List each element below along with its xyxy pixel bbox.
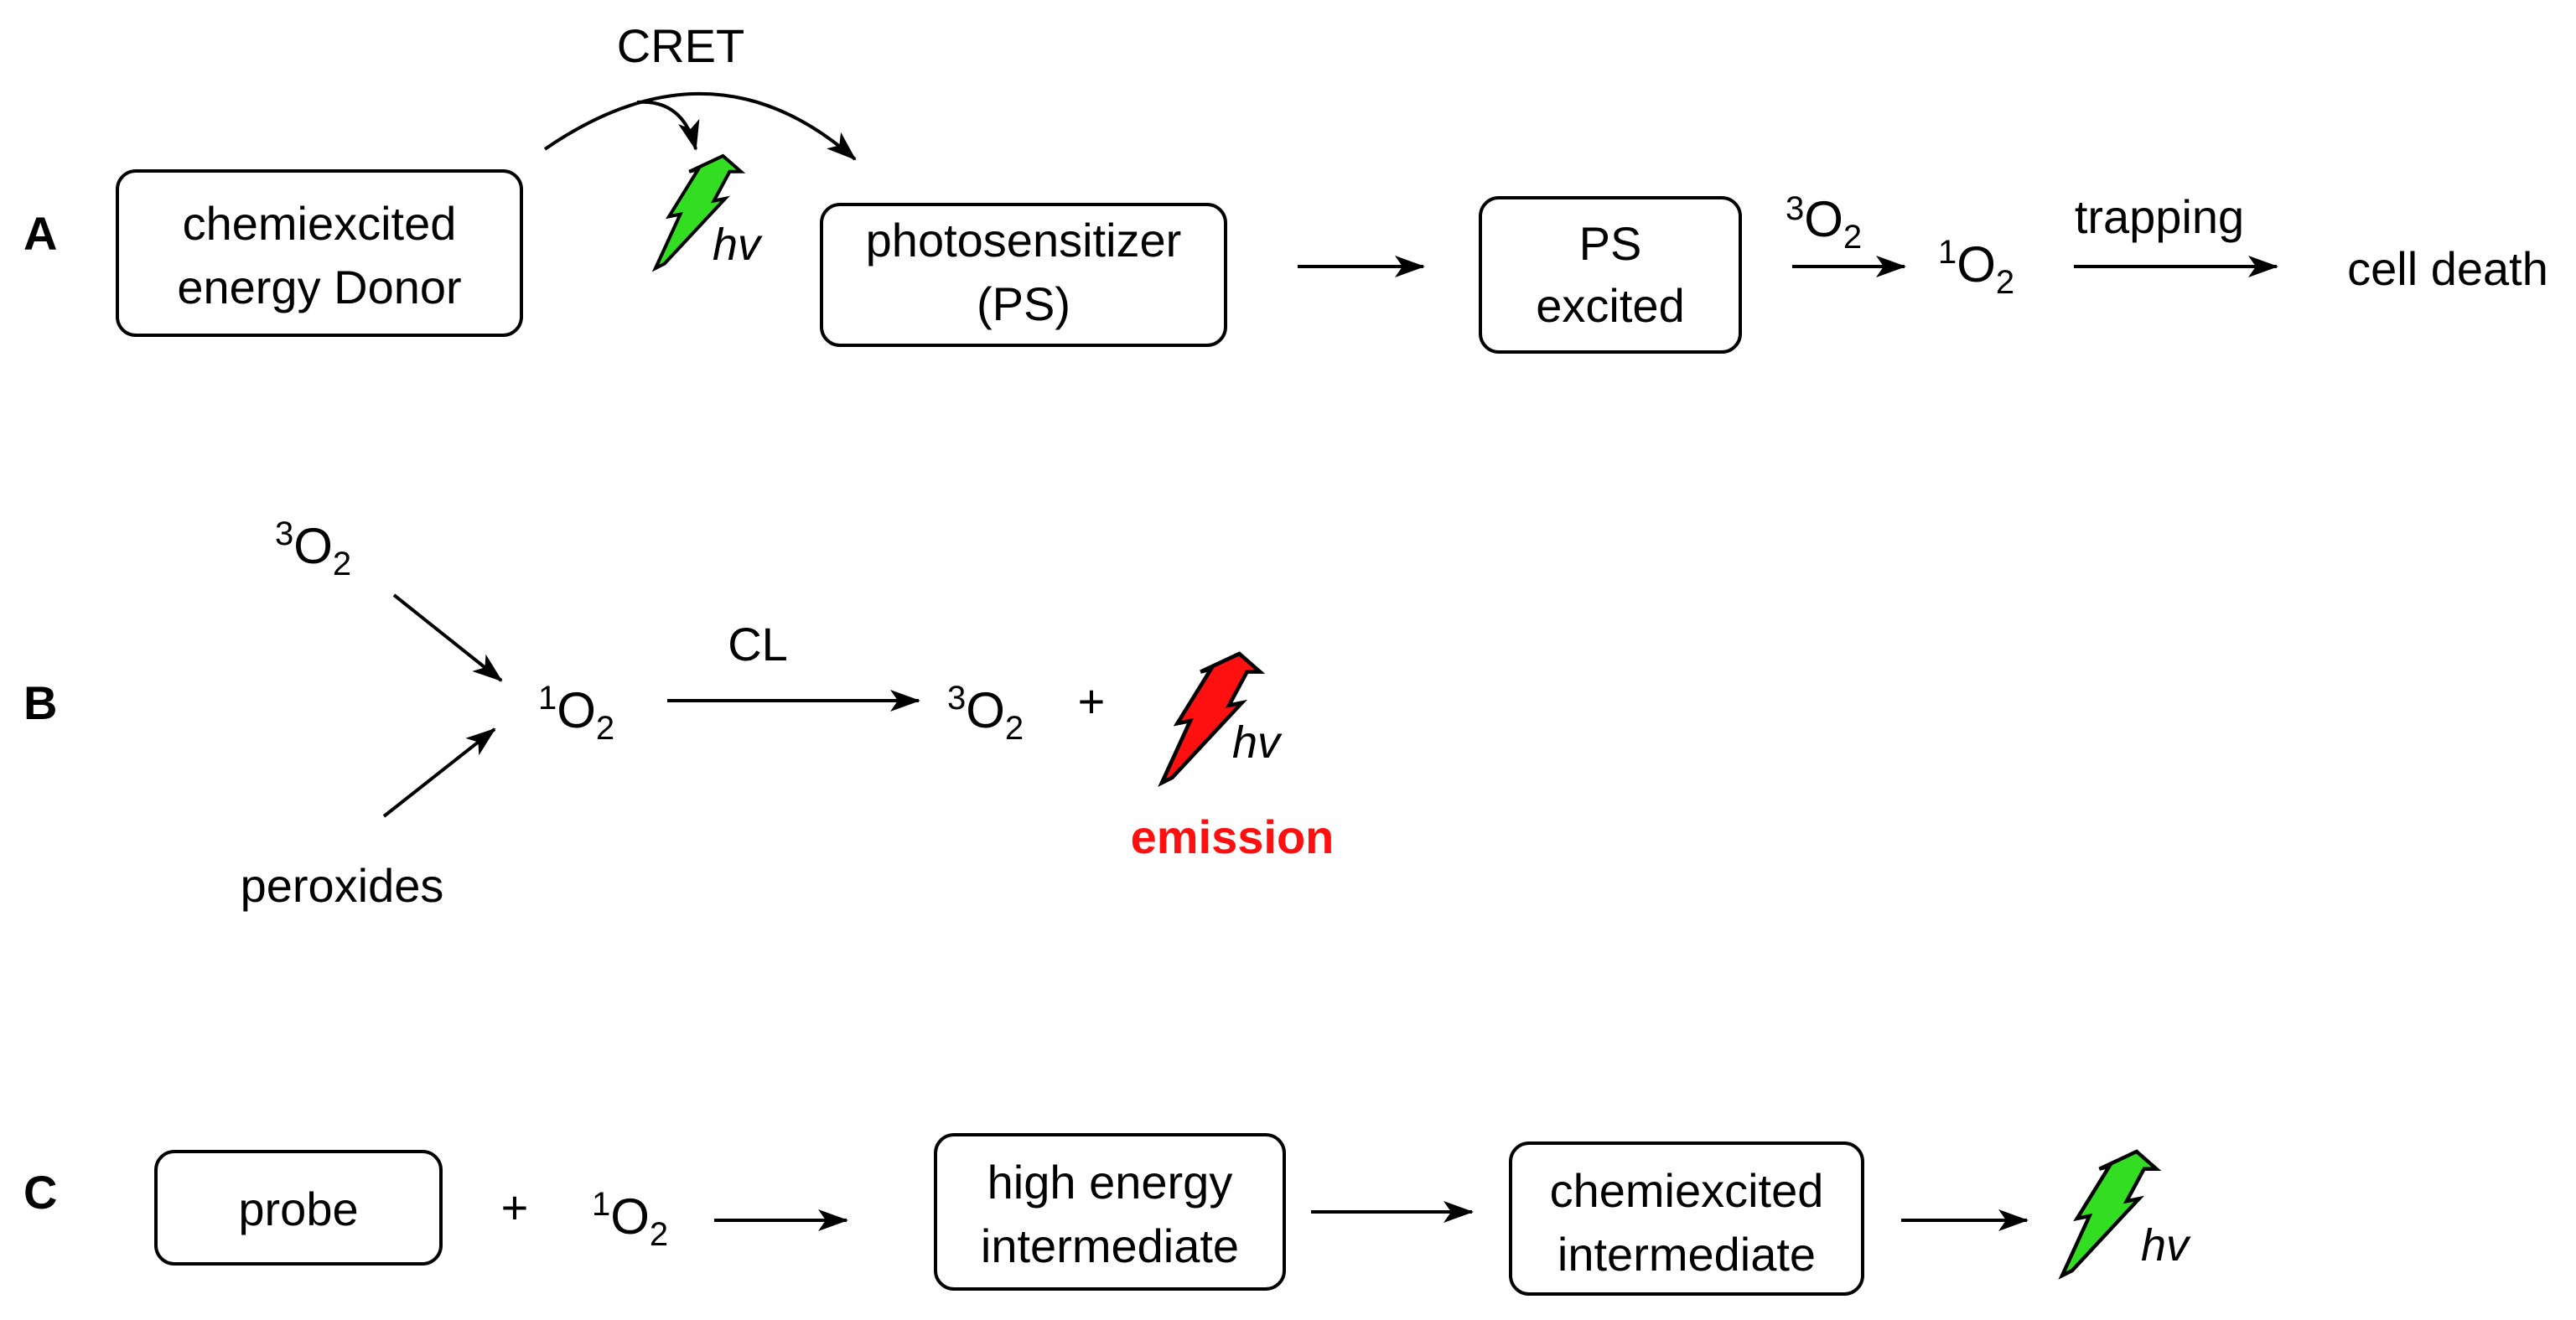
hv-label-c: hv — [2141, 1220, 2191, 1271]
emission-label: emission — [1131, 810, 1335, 863]
photosensitizer-box — [820, 203, 1227, 347]
probe-box — [154, 1150, 443, 1266]
high-energy-intermediate-box — [934, 1133, 1286, 1291]
cret-label: CRET — [617, 19, 744, 72]
peroxides-label: peroxides — [241, 859, 444, 912]
trapping-label: trapping — [2075, 190, 2244, 243]
panel-label-a: A — [23, 207, 57, 260]
singlet-oxygen-c: 1O2 — [592, 1186, 668, 1253]
plus-sign-c: + — [501, 1181, 529, 1234]
panel-label-c: C — [23, 1166, 57, 1219]
arrow-peroxides-to-singlet — [382, 727, 496, 818]
donor-box — [116, 169, 523, 337]
triplet-oxygen-a: 3O2 — [1786, 190, 1862, 256]
cell-death-label: cell death — [2347, 242, 2548, 295]
probe-label: probe — [238, 1183, 358, 1235]
high-energy-intermediate-label-line2: intermediate — [981, 1219, 1239, 1272]
arrow-triplet-to-singlet-b — [392, 593, 503, 682]
ps-excited-label-line2: excited — [1536, 279, 1684, 332]
ps-excited-label-line1: PS — [1579, 217, 1642, 270]
chemiexcited-intermediate-label-line2: intermediate — [1558, 1228, 1816, 1281]
chemiexcited-intermediate-label-line1: chemiexcited — [1550, 1164, 1824, 1217]
photosensitizer-label-line1: photosensitizer — [866, 214, 1182, 267]
triplet-oxygen-input: 3O2 — [275, 515, 351, 582]
cret-emission-arrow — [636, 100, 700, 151]
panel-label-b: B — [23, 676, 57, 729]
ps-excited-box — [1479, 196, 1742, 354]
plus-sign-b: + — [1078, 675, 1106, 727]
singlet-oxygen-a: 1O2 — [1938, 234, 2014, 301]
donor-label-line2: energy Donor — [177, 261, 461, 313]
high-energy-intermediate-label-line1: high energy — [987, 1156, 1233, 1209]
photosensitizer-label-line2: (PS) — [977, 277, 1070, 330]
hv-label-b: hv — [1232, 717, 1283, 768]
chemiexcited-intermediate-box — [1509, 1141, 1864, 1296]
singlet-oxygen-b: 1O2 — [538, 680, 614, 747]
cl-label: CL — [728, 618, 788, 670]
hv-label-a: hv — [713, 220, 763, 270]
donor-label-line1: chemiexcited — [183, 197, 457, 250]
cret-arrow — [543, 91, 857, 161]
triplet-oxygen-output: 3O2 — [947, 680, 1024, 747]
